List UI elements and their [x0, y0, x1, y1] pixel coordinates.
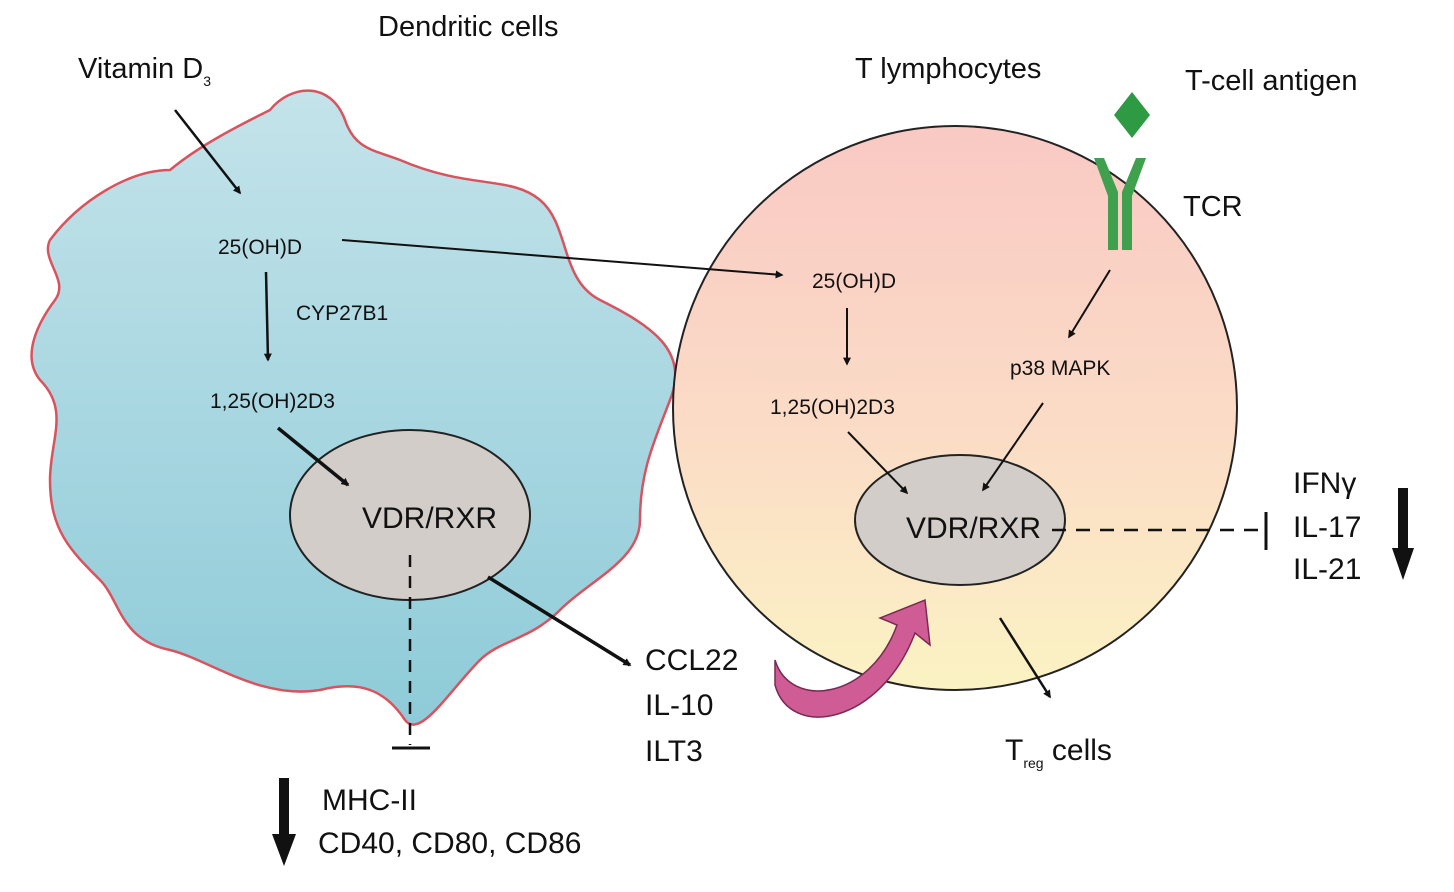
t-lymphocyte-cell: [672, 125, 1238, 691]
decrease-cytokines-arrow: [1392, 488, 1414, 580]
il10-label: IL-10: [645, 689, 713, 722]
arrow-dc-25ohd-to-tcell: [341, 239, 784, 279]
dc-vdr-rxr-label: VDR/RXR: [362, 502, 497, 535]
cd-markers-label: CD40, CD80, CD86: [318, 827, 581, 860]
mhc-ii-label: MHC-II: [322, 784, 417, 817]
arrow-p38-to-vdr: [982, 402, 1044, 492]
p38-mapk-label: p38 MAPK: [1010, 357, 1110, 380]
dc-25ohd-label: 25(OH)D: [218, 236, 302, 259]
arrow-tcr-to-p38: [1068, 269, 1111, 339]
cyp27b1-label: CYP27B1: [296, 302, 388, 325]
il17-label: IL-17: [1293, 511, 1361, 544]
t-lymphocytes-title: T lymphocytes: [855, 53, 1041, 85]
decrease-mhc-arrow: [272, 778, 296, 866]
arrow-to-treg: [998, 617, 1052, 699]
arrow-125-to-vdr-dc: [276, 426, 350, 487]
treg-cells-label: Treg cells: [1005, 734, 1112, 771]
pink-curved-arrow: [774, 598, 931, 718]
il21-label: IL-21: [1293, 553, 1361, 586]
tcr-label: TCR: [1183, 191, 1243, 223]
t-vdr-rxr-label: VDR/RXR: [906, 512, 1041, 545]
arrow-vitamin-to-25ohd: [174, 109, 241, 195]
dc-125ohd3-label: 1,25(OH)2D3: [210, 390, 335, 413]
ilt3-label: ILT3: [645, 735, 703, 768]
vitamin-d3-label: Vitamin D3: [78, 53, 211, 89]
arrow-125-to-vdr-t: [847, 431, 909, 495]
arrow-vdr-to-ccl22: [487, 575, 632, 667]
tcr-receptor-icon: [1094, 158, 1146, 250]
t-25ohd-label: 25(OH)D: [812, 270, 896, 293]
ccl22-label: CCL22: [645, 644, 738, 677]
t-cell-antigen-label: T-cell antigen: [1185, 65, 1358, 97]
arrow-25ohd-to-125-dc: [263, 271, 272, 362]
dendritic-cells-title: Dendritic cells: [378, 11, 559, 43]
t-125ohd3-label: 1,25(OH)2D3: [770, 396, 895, 419]
antigen-icon: [1114, 92, 1150, 138]
dendritic-cell: [30, 89, 677, 726]
ifng-label: IFNγ: [1293, 467, 1356, 500]
